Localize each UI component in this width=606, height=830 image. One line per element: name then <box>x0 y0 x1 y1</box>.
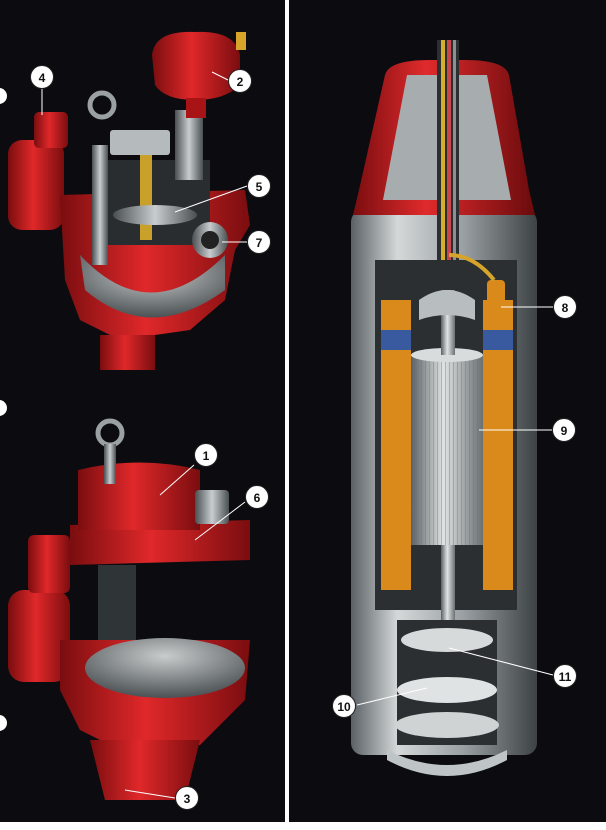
callout-9: 9 <box>552 418 576 442</box>
pump-inlet-screen <box>387 750 507 776</box>
callout-8: 8 <box>553 295 577 319</box>
leader-2 <box>211 71 229 81</box>
submersible-motor-pump-cutaway-illustration <box>351 40 537 776</box>
callout-11: 11 <box>553 664 577 688</box>
lower-switch-cap <box>28 535 70 593</box>
upper-pump-cutaway-illustration <box>8 31 250 370</box>
impeller-stage-3 <box>395 712 499 738</box>
float-rod <box>140 150 152 240</box>
lead-wire <box>448 253 496 282</box>
lifting-eye <box>87 90 117 120</box>
spring-rod <box>92 145 108 265</box>
callout-1: 1 <box>194 443 218 467</box>
conduit-fitting <box>195 490 229 524</box>
upper-bearing <box>419 290 475 320</box>
binder-hole <box>0 715 7 731</box>
switch-cap <box>34 112 68 148</box>
left-panel-artwork <box>8 31 250 800</box>
outlet-bore <box>201 231 219 249</box>
callout-4: 4 <box>30 65 54 89</box>
leader-3 <box>124 789 176 799</box>
leader-lines-right <box>356 306 554 706</box>
cable-wire-red <box>447 40 451 260</box>
leader-6 <box>194 501 246 541</box>
binder-hole <box>0 88 7 104</box>
callout-6: 6 <box>245 485 269 509</box>
impeller-stage-2 <box>397 677 497 703</box>
lower-switch-housing <box>8 590 70 682</box>
impeller-stage-1 <box>401 628 493 652</box>
pressure-switch-housing <box>8 140 64 230</box>
leader-lines <box>41 71 248 799</box>
callout-10: 10 <box>332 694 356 718</box>
leader-11 <box>448 647 554 676</box>
cable-wire-yellow <box>441 40 445 260</box>
callout-3: 3 <box>175 786 199 810</box>
callout-7: 7 <box>247 230 271 254</box>
capacitor <box>487 280 505 330</box>
diaphragm <box>113 205 197 225</box>
leader-1 <box>159 464 195 496</box>
callout-5: 5 <box>247 174 271 198</box>
impeller-chamber <box>80 255 225 318</box>
brass-fitting <box>236 32 246 50</box>
top-cover <box>78 462 200 530</box>
binder-hole <box>0 400 7 416</box>
right-panel-artwork <box>351 40 554 776</box>
right-panel: 8 9 11 10 <box>289 0 606 822</box>
mounting-flange <box>70 520 250 565</box>
lower-base <box>90 740 200 800</box>
top-valve-cap <box>152 31 240 100</box>
valve-stem <box>175 110 203 180</box>
leader-10 <box>356 687 428 706</box>
winding-insulation-left <box>381 330 411 350</box>
leader-5 <box>174 185 248 213</box>
rotor-laminations <box>411 355 483 545</box>
open-bowl <box>85 638 245 698</box>
lower-lifting-eye <box>95 418 125 448</box>
cable-wire-grey <box>453 40 456 260</box>
cover-plate <box>110 130 170 155</box>
lower-pump-illustration <box>8 418 250 800</box>
left-panel: 4 2 5 7 1 6 3 <box>0 0 285 822</box>
pump-foot <box>100 335 155 370</box>
callout-2: 2 <box>228 69 252 93</box>
winding-insulation-right <box>483 330 513 350</box>
valve-neck <box>186 98 206 118</box>
eye-bolt <box>104 444 116 484</box>
